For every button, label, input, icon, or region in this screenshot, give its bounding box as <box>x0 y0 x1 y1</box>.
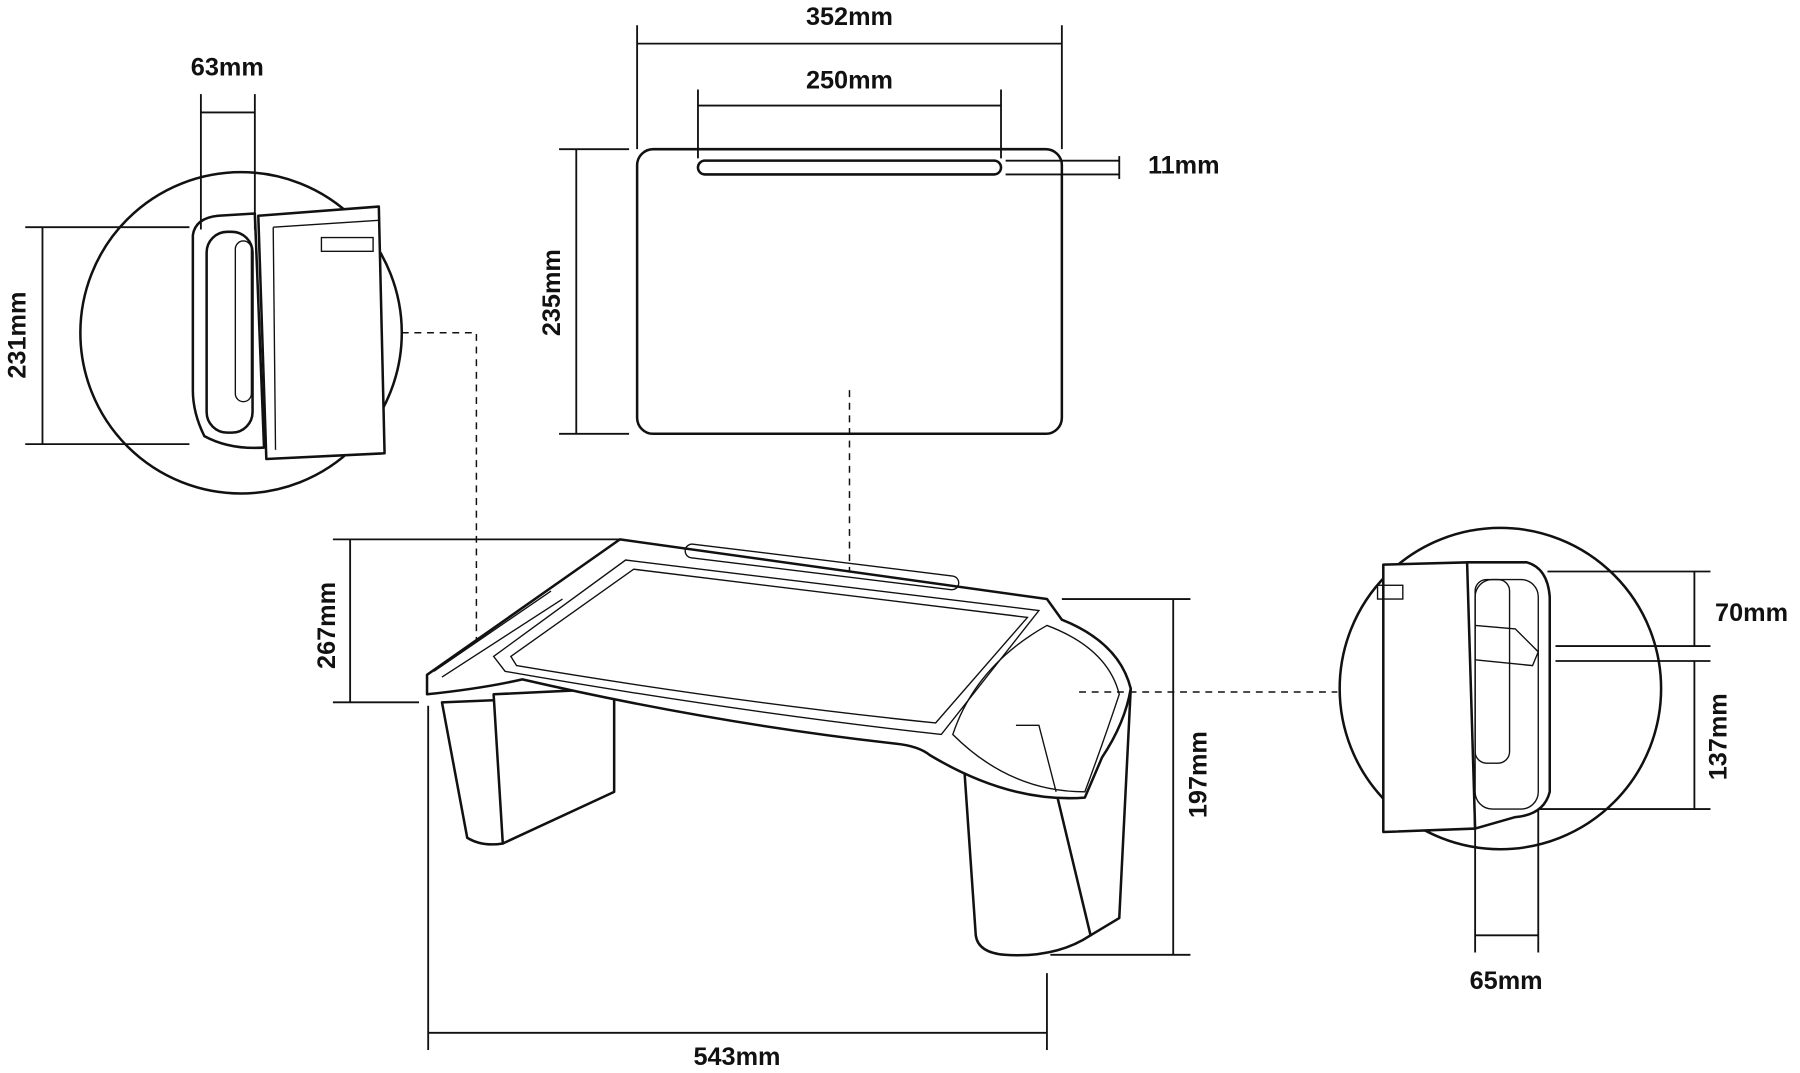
total-length-label: 543mm <box>693 1043 780 1071</box>
left-handle-detail: 63mm 231mm <box>3 54 478 649</box>
lower-pocket-label: 137mm <box>1705 693 1733 780</box>
total-height-label: 267mm <box>313 582 341 669</box>
pocket-width-label: 65mm <box>1470 967 1543 995</box>
handle-width-label: 63mm <box>191 54 264 82</box>
slot-depth-label: 11mm <box>1148 151 1220 179</box>
left-height-label: 231mm <box>3 292 31 379</box>
top-width-label: 352mm <box>806 3 893 31</box>
top-view: 352mm 250mm 11mm 235mm <box>538 3 1220 649</box>
tray-main-view: 267mm 197mm 543mm <box>313 538 1338 1071</box>
upper-pocket-label: 70mm <box>1715 599 1788 627</box>
top-depth-label: 235mm <box>538 249 566 336</box>
leg-height-label: 197mm <box>1185 731 1213 818</box>
slot-width-label: 250mm <box>806 66 893 94</box>
right-pocket-detail: 70mm 137mm 65mm <box>1338 526 1788 995</box>
